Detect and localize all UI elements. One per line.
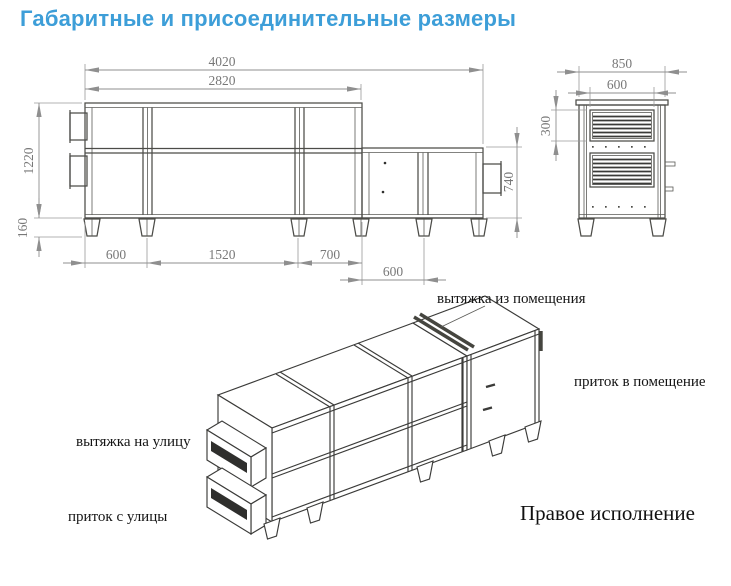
left-duct-flange-lower — [69, 153, 88, 189]
iso-feet — [263, 420, 542, 540]
label-supply-to-room: приток в помещение — [574, 374, 706, 390]
rivet-dots — [592, 146, 646, 208]
dim-seg2: 1520 — [209, 247, 236, 262]
left-duct-flange-upper — [69, 110, 88, 143]
caption-right-version: Правое исполнение — [520, 501, 695, 525]
front-view-feet — [83, 218, 488, 237]
dim-seg3: 700 — [320, 247, 341, 262]
dim-seg4: 600 — [383, 264, 404, 279]
dim-seg1: 600 — [106, 247, 127, 262]
pipe-stub — [664, 186, 674, 192]
handle-mark — [482, 406, 493, 412]
dim-overall-width: 4020 — [209, 54, 236, 69]
dim-body-height: 1220 — [21, 147, 36, 174]
right-duct-flange — [482, 161, 502, 196]
door-handle-dot — [381, 190, 385, 194]
dim-louver-height: 300 — [538, 116, 553, 137]
label-intake-from-outside: приток с улицы — [68, 509, 167, 525]
leader-line — [440, 305, 486, 328]
dim-feet-height: 160 — [15, 218, 30, 239]
top-opening-flange-bar — [419, 312, 475, 349]
top-opening-flange-bar — [413, 315, 469, 352]
dim-inner-width: 2820 — [209, 73, 236, 88]
front-view-drawing: 4020 2820 1220 160 740 600 1520 700 600 — [15, 54, 522, 285]
dim-side-width: 850 — [612, 56, 633, 71]
dim-right-height: 740 — [501, 172, 516, 193]
lower-louver-grille — [589, 152, 655, 188]
side-view-feet — [577, 218, 667, 237]
label-exhaust-to-outside: вытяжка на улицу — [76, 434, 191, 450]
dim-louver-width: 600 — [607, 77, 628, 92]
upper-louver-grille — [589, 109, 655, 142]
pipe-stub — [664, 161, 676, 167]
iso-view-drawing: вытяжка из помещения приток в помещение … — [68, 291, 706, 540]
label-exhaust-from-room: вытяжка из помещения — [437, 291, 586, 307]
iso-right-front-face — [466, 328, 540, 451]
intake-hood-lower — [205, 467, 268, 536]
handle-mark — [485, 383, 496, 389]
page-title: Габаритные и присоединительные размеры — [20, 6, 517, 31]
door-handle-dot — [383, 161, 387, 165]
side-view-drawing: 850 600 300 — [538, 56, 687, 237]
